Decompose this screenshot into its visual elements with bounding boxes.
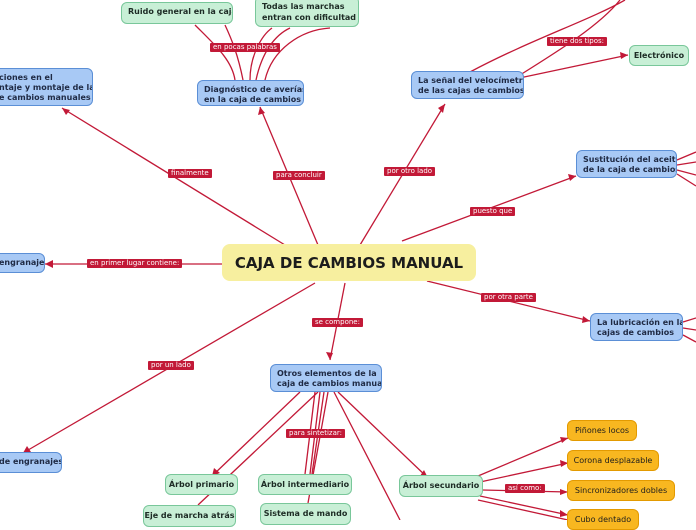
node-lubricacion-line1: La lubricación en las — [597, 318, 683, 327]
node-sustitucion-line2: de la caja de cambios — [583, 165, 677, 174]
label-para-sintetizar: para sintetizar: — [286, 429, 345, 438]
node-senal-line1: La señal del velocímetro — [418, 76, 524, 85]
label-para-concluir: para concluir — [273, 171, 325, 180]
node-corona-desplazable[interactable]: Corona desplazable — [567, 450, 659, 471]
node-engranajes-text: engranajes — [0, 258, 45, 267]
node-ruido-general[interactable]: Ruido general en la caja — [121, 2, 233, 24]
node-sustitucion-aceite[interactable]: Sustitución del aceite de la caja de cam… — [576, 150, 677, 178]
node-arbol-primario-text: Árbol primario — [168, 479, 235, 489]
node-corona-desplazable-text: Corona desplazable — [573, 455, 653, 465]
node-tipos-engranajes[interactable]: de engranajes — [0, 452, 62, 473]
label-por-un-lado: por un lado — [148, 361, 194, 370]
label-en-primer-lugar: en primer lugar contiene: — [87, 259, 183, 268]
node-diagnostico-averias[interactable]: Diagnóstico de averías en la caja de cam… — [197, 80, 304, 106]
label-por-otro-lado: por otro lado — [384, 167, 436, 176]
node-arbol-primario[interactable]: Árbol primario — [165, 474, 238, 495]
label-tiene-dos-tipos: tiene dos tipos: — [547, 37, 607, 46]
node-eje-marcha-atras[interactable]: Eje de marcha atrás — [143, 505, 236, 527]
node-reparaciones-line1: ciones en el — [0, 73, 53, 82]
node-arbol-secundario[interactable]: Árbol secundario — [399, 475, 483, 497]
node-senal-velocimetro[interactable]: La señal del velocímetro de las cajas de… — [411, 71, 524, 99]
node-todas-marchas[interactable]: Todas las marchas entran con dificultad — [255, 0, 359, 27]
label-en-pocas-palabras: en pocas palabras — [210, 43, 280, 52]
node-arbol-intermediario-text: Árbol intermediario — [260, 479, 350, 489]
node-ruido-text: Ruido general en la caja — [128, 7, 233, 16]
label-puesto-que: puesto que — [470, 207, 516, 216]
node-senal-line2: de las cajas de cambios — [418, 86, 524, 95]
node-lubricacion-line2: cajas de cambios — [597, 328, 674, 337]
label-por-otra-parte: por otra parte — [481, 293, 536, 302]
label-se-compone: se compone: — [312, 318, 363, 327]
node-otros-line2: caja de cambios manual — [277, 379, 382, 388]
node-electronico-text: Electrónico — [633, 50, 685, 60]
central-topic[interactable]: CAJA DE CAMBIOS MANUAL — [222, 244, 476, 281]
node-otros-line1: Otros elementos de la — [277, 369, 377, 378]
node-todas-marchas-line2: entran con dificultad — [262, 13, 357, 22]
node-reparaciones-line3: e cambios manuales — [0, 93, 91, 102]
node-lubricacion[interactable]: La lubricación en las cajas de cambios — [590, 313, 683, 341]
label-asi-como: así como: — [505, 484, 545, 493]
node-arbol-secundario-text: Árbol secundario — [402, 481, 480, 490]
node-todas-marchas-line1: Todas las marchas — [262, 2, 345, 11]
node-sincronizadores[interactable]: Sincronizadores dobles — [567, 480, 675, 501]
node-cubo-dentado-text: Cubo dentado — [574, 514, 632, 524]
node-sincronizadores-text: Sincronizadores dobles — [574, 485, 668, 495]
node-arbol-intermediario[interactable]: Árbol intermediario — [258, 474, 352, 495]
node-otros-elementos[interactable]: Otros elementos de la caja de cambios ma… — [270, 364, 382, 392]
node-eje-marcha-atras-text: Eje de marcha atrás — [144, 511, 235, 520]
node-sistema-mando[interactable]: Sistema de mando — [260, 503, 351, 525]
node-reparaciones-line2: ntaje y montaje de las — [0, 83, 93, 92]
node-reparaciones[interactable]: ciones en el ntaje y montaje de las e ca… — [0, 68, 93, 106]
node-sustitucion-line1: Sustitución del aceite — [583, 155, 677, 164]
node-engranajes[interactable]: engranajes — [0, 253, 45, 273]
node-pinones-locos-text: Piñones locos — [574, 425, 630, 435]
node-electronico[interactable]: Electrónico — [629, 45, 689, 66]
node-diagnostico-line2: en la caja de cambios — [204, 95, 302, 104]
node-sistema-mando-text: Sistema de mando — [263, 509, 348, 518]
label-finalmente: finalmente — [168, 169, 212, 178]
node-tipos-engranajes-text: de engranajes — [0, 457, 62, 466]
node-diagnostico-line1: Diagnóstico de averías — [204, 85, 304, 94]
node-pinones-locos[interactable]: Piñones locos — [567, 420, 637, 441]
